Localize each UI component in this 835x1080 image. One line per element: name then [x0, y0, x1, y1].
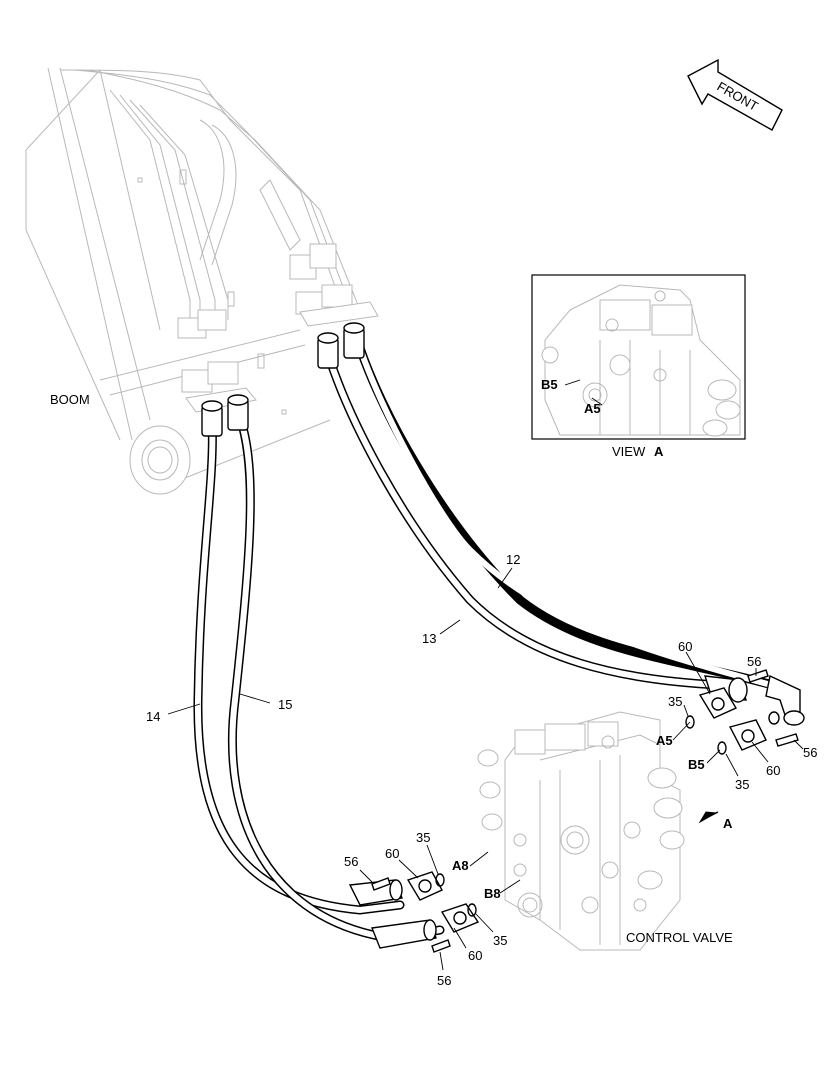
view-arrow-label: A	[723, 816, 733, 831]
boom-structure	[25, 67, 361, 495]
bolts	[371, 669, 799, 953]
callout-60-a8: 60	[385, 846, 399, 861]
callout-56-b5: 56	[803, 745, 817, 760]
front-arrow-shape	[687, 58, 783, 131]
split-flanges	[406, 687, 767, 933]
port-a5-label: A5	[656, 733, 673, 748]
callout-60-b8: 60	[468, 948, 482, 963]
hoses	[193, 337, 795, 943]
callout-15: 15	[278, 697, 292, 712]
callout-60-b5: 60	[766, 763, 780, 778]
callout-56-b8: 56	[437, 973, 451, 988]
front-arrow	[687, 58, 783, 131]
inset-port-b5-label: B5	[541, 377, 558, 392]
callout-35-b5: 35	[735, 777, 749, 792]
leader-lines	[167, 567, 804, 971]
port-b8-label: B8	[484, 886, 501, 901]
boom-hose-fittings	[201, 322, 365, 437]
callout-56-a5: 56	[747, 654, 761, 669]
valve-hose-fittings	[348, 674, 805, 949]
view-title-label: VIEW	[612, 444, 646, 459]
port-b5-label: B5	[688, 757, 705, 772]
port-a8-label: A8	[452, 858, 469, 873]
control-valve-label: CONTROL VALVE	[626, 930, 733, 945]
callout-56-a8: 56	[344, 854, 358, 869]
callout-60-a5: 60	[678, 639, 692, 654]
boom-label: BOOM	[50, 392, 90, 407]
o-rings	[435, 711, 780, 917]
inset-port-a5-label: A5	[584, 401, 601, 416]
callout-35-a5: 35	[668, 694, 682, 709]
callout-13: 13	[422, 631, 436, 646]
view-arrow-shaft	[703, 811, 719, 820]
callout-14: 14	[146, 709, 160, 724]
callout-35-a8: 35	[416, 830, 430, 845]
view-a-inset	[531, 274, 746, 440]
callout-35-b8: 35	[493, 933, 507, 948]
view-letter-label: A	[654, 444, 664, 459]
control-valve	[477, 711, 685, 951]
callout-12: 12	[506, 552, 520, 567]
